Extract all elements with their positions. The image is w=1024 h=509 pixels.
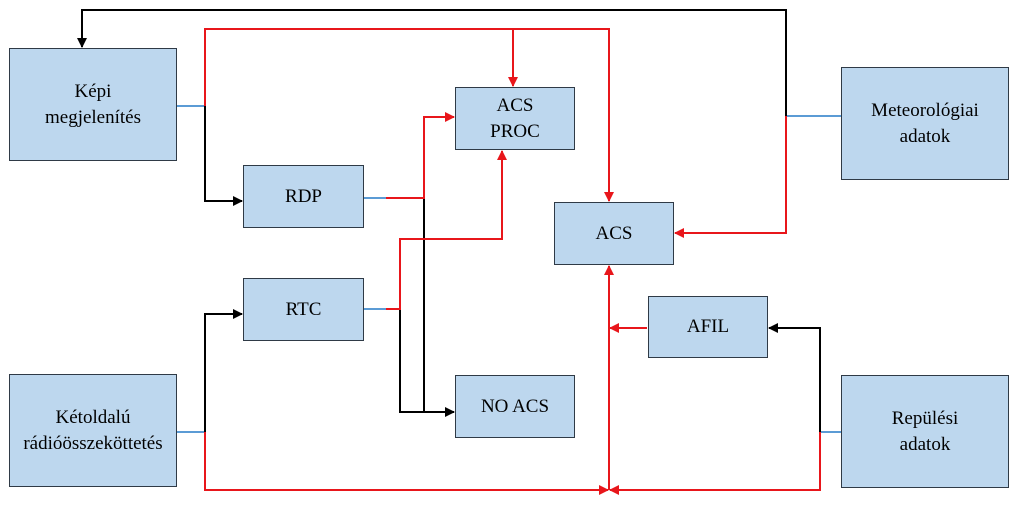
line-meteo-to-kepi (77, 9, 787, 116)
box-meteorologiai-adatok: Meteorológiai adatok (841, 67, 1009, 180)
box-repulesi-adatok: Repülési adatok (841, 375, 1009, 488)
box-label-line: NO ACS (480, 395, 550, 417)
box-ketoldalu-radioosszekottetes: Kétoldalú rádióösszeköttetés (9, 374, 177, 487)
box-label-line: AFIL (686, 316, 730, 337)
box-label-line: Képi (74, 80, 112, 102)
line-repul-to-bottom (609, 432, 821, 495)
line-rtc-to-noacs (386, 308, 424, 413)
box-rtc: RTC (243, 278, 364, 341)
box-label-line: RTC (285, 298, 322, 320)
box-label-line: ACS (595, 222, 633, 244)
box-label-line: RDP (285, 185, 322, 207)
box-acs: ACS (554, 202, 674, 265)
line-meteo-to-acs (674, 116, 787, 238)
box-label-line: megjelenítés (44, 106, 142, 128)
box-label-line: Meteorológiai (871, 99, 979, 121)
box-label-line: adatok (899, 125, 951, 147)
box-kepi-megjelenites: Képi megjelenítés (9, 48, 177, 161)
box-label-line: Kétoldalú (55, 406, 131, 428)
box-no-acs: NO ACS (455, 375, 575, 438)
line-rdp-to-noacs (386, 197, 455, 417)
box-rdp: RDP (243, 165, 364, 228)
line-rdp-to-acsproc (386, 112, 455, 199)
box-label-line: PROC (490, 120, 540, 142)
line-kepi-top-bus (204, 28, 614, 202)
box-acs-proc: ACS PROC (455, 87, 575, 150)
box-label-line: adatok (899, 433, 951, 455)
box-label-line: rádióösszeköttetés (23, 432, 163, 454)
line-kepi-to-rdp (204, 106, 243, 206)
line-repul-to-afil (768, 323, 821, 432)
box-afil: AFIL (648, 296, 768, 358)
box-label-line: Repülési (891, 407, 959, 429)
line-rtc-to-acsproc (386, 150, 507, 310)
box-label-line: ACS (496, 94, 534, 116)
line-keto-to-bottom (204, 432, 609, 495)
line-keto-to-rtc (204, 309, 243, 432)
